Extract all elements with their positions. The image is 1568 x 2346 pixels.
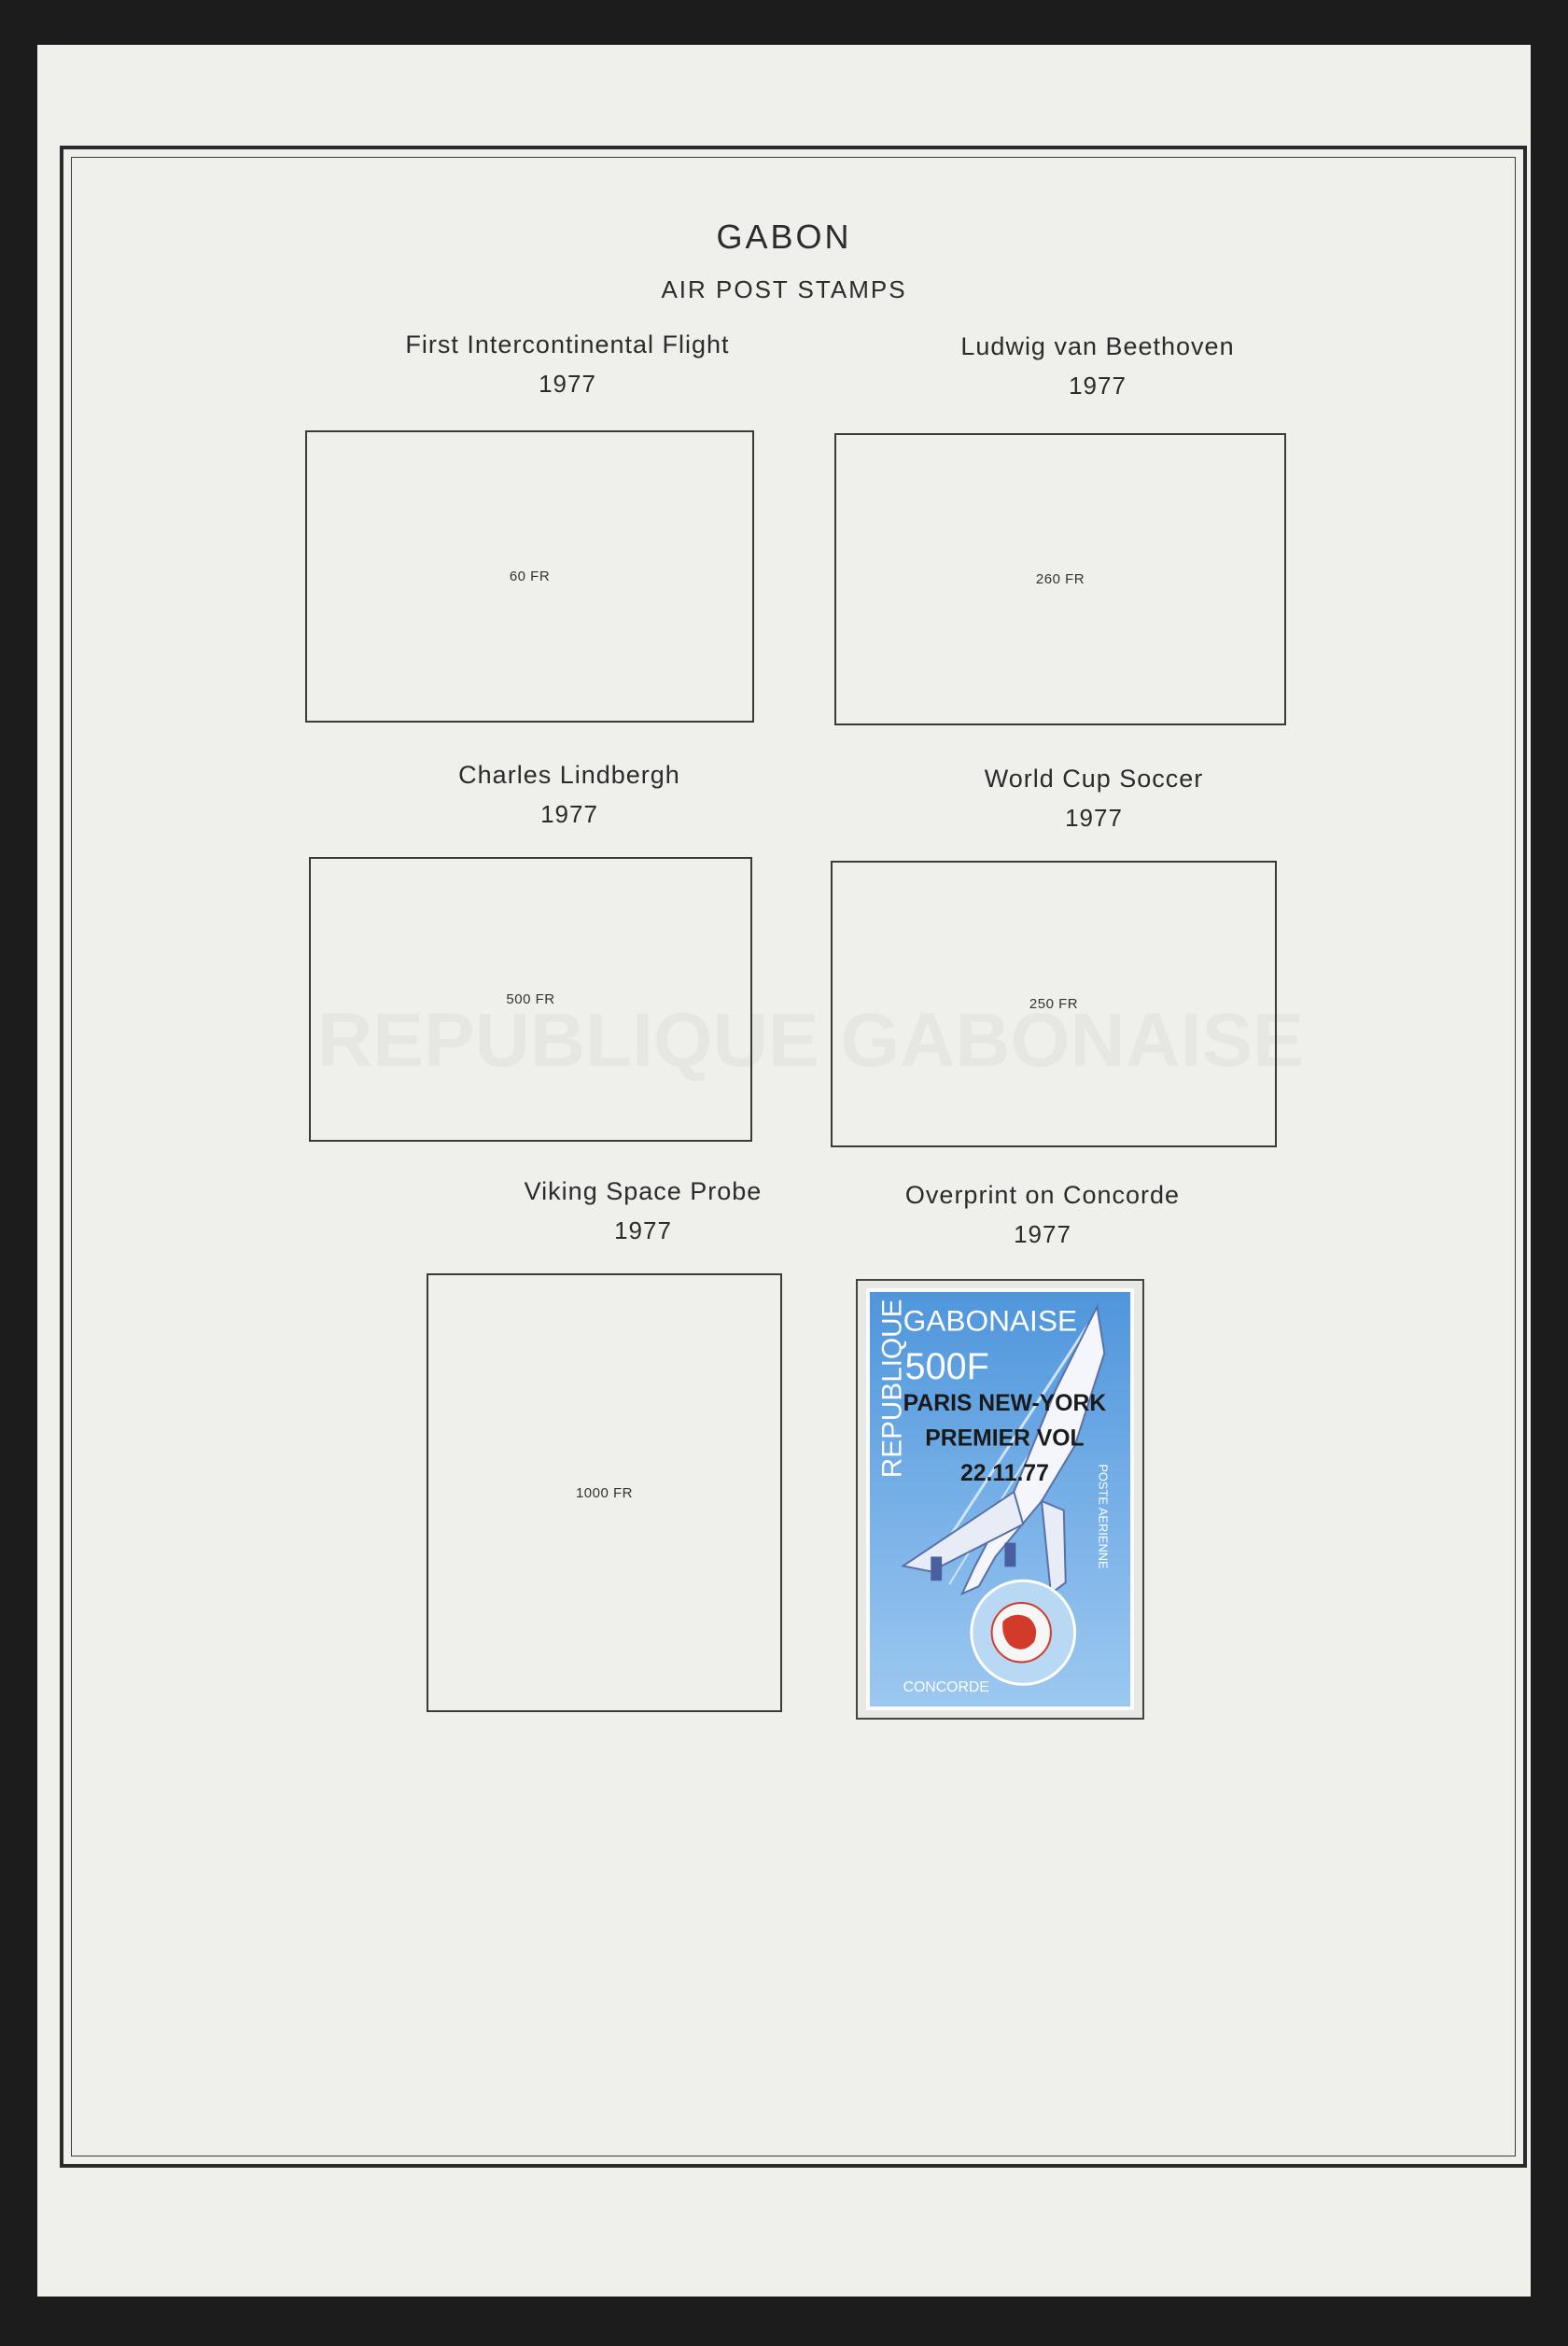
stamp-side-text: POSTE AERIENNE bbox=[1096, 1464, 1110, 1569]
set-title: Overprint on Concorde bbox=[904, 1181, 1181, 1209]
page-border-outer bbox=[60, 146, 1527, 2168]
mounted-stamp: GABONAISE REPUBLIQUE 500F PARIS NEW-YORK… bbox=[856, 1279, 1144, 1720]
set-year: 1977 bbox=[1014, 1220, 1071, 1248]
trail-line bbox=[930, 1324, 1089, 1567]
stamp-country-top: GABONAISE bbox=[903, 1304, 1078, 1338]
engine bbox=[1004, 1542, 1016, 1567]
set-year: 1977 bbox=[1069, 372, 1127, 400]
set-year: 1977 bbox=[540, 800, 598, 828]
overprint-line: PREMIER VOL bbox=[925, 1426, 1084, 1451]
set-year: 1977 bbox=[539, 370, 596, 398]
stamp-bottom-label: CONCORDE bbox=[903, 1679, 989, 1695]
set-year: 1977 bbox=[1065, 804, 1123, 832]
stamp-denomination: 500F bbox=[905, 1346, 989, 1387]
concorde-fuselage bbox=[959, 1303, 1106, 1596]
stamp-mount-space: 250 FR bbox=[831, 861, 1277, 1147]
page-country: GABON bbox=[716, 218, 852, 256]
concorde-wing bbox=[1040, 1499, 1067, 1595]
page-section: AIR POST STAMPS bbox=[661, 275, 907, 303]
stamp-mount-space: 260 FR bbox=[834, 433, 1286, 725]
set-title: First Intercontinental Flight bbox=[405, 330, 730, 358]
set-title: Ludwig van Beethoven bbox=[960, 332, 1235, 360]
overprint-line: PARIS NEW-YORK bbox=[903, 1391, 1107, 1416]
stamp-value: 1000 FR bbox=[575, 1484, 634, 1501]
set-title: World Cup Soccer bbox=[984, 765, 1204, 793]
stamp-country-side: REPUBLIQUE bbox=[877, 1299, 908, 1479]
set-title: Charles Lindbergh bbox=[458, 761, 680, 789]
stamp-value: 500 FR bbox=[506, 991, 555, 1007]
album-page: REPUBLIQUE GABONAISE GABON AIR POST STAM… bbox=[37, 45, 1531, 2297]
stamp-mount-space: 60 FR bbox=[305, 430, 754, 723]
concorde-stamp: GABONAISE REPUBLIQUE 500F PARIS NEW-YORK… bbox=[866, 1288, 1134, 1710]
engine bbox=[931, 1556, 943, 1581]
stamp-value: 260 FR bbox=[1035, 571, 1085, 587]
stamp-mount-space: 500 FR bbox=[309, 857, 752, 1142]
page-border-inner bbox=[71, 157, 1516, 2156]
set-title: Viking Space Probe bbox=[524, 1177, 763, 1205]
overprint-line: 22.11.77 bbox=[960, 1461, 1049, 1486]
set-year: 1977 bbox=[614, 1216, 672, 1244]
stamp-mount-space: 1000 FR bbox=[427, 1273, 782, 1712]
stamp-value: 60 FR bbox=[509, 569, 551, 584]
stamp-value: 250 FR bbox=[1029, 996, 1079, 1012]
globe-continent bbox=[1002, 1614, 1037, 1650]
concorde-stamp-art: GABONAISE REPUBLIQUE 500F PARIS NEW-YORK… bbox=[869, 1291, 1131, 1707]
